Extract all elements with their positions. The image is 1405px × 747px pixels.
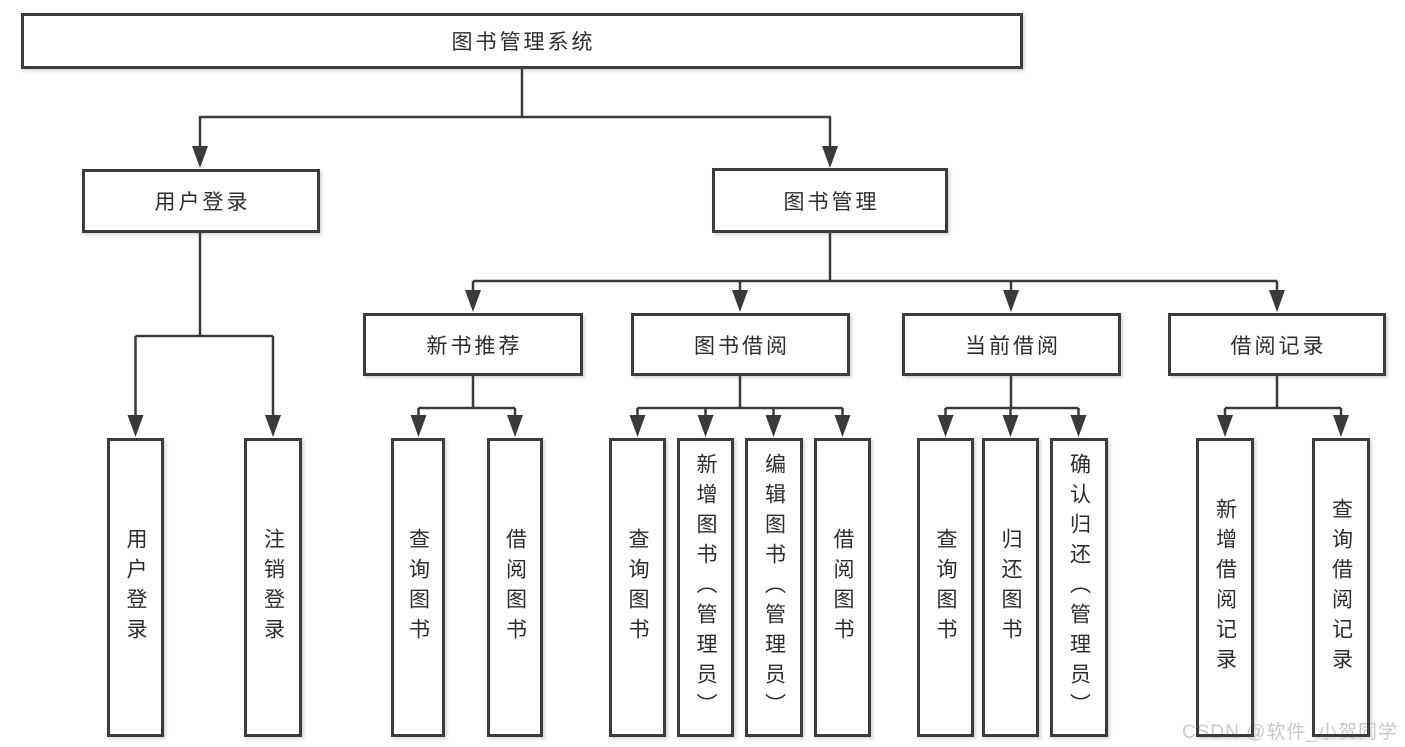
leaf-borrow-books-recommend: 借阅图书 bbox=[487, 438, 543, 737]
node-label: 查询图书 bbox=[626, 527, 649, 648]
leaf-user-login: 用户登录 bbox=[107, 438, 164, 737]
node-user-login-branch: 用户登录 bbox=[82, 169, 320, 233]
node-label: 编辑图书（管理员） bbox=[762, 452, 786, 723]
node-label: 当前借阅 bbox=[965, 334, 1061, 358]
leaf-add-books-admin: 新增图书（管理员） bbox=[677, 438, 734, 737]
leaf-edit-books-admin: 编辑图书（管理员） bbox=[745, 438, 803, 737]
connector-segments bbox=[134, 68, 1343, 417]
leaf-confirm-return-admin: 确认归还（管理员） bbox=[1050, 438, 1108, 737]
node-label: 用户登录 bbox=[154, 191, 251, 214]
node-label: 查询借阅记录 bbox=[1329, 497, 1353, 678]
leaf-add-borrow-record: 新增借阅记录 bbox=[1196, 438, 1254, 737]
node-label: 借阅记录 bbox=[1230, 334, 1327, 358]
node-label: 新书推荐 bbox=[426, 334, 523, 358]
node-library-management-system: 图书管理系统 bbox=[21, 13, 1023, 69]
leaf-query-books-borrowing: 查询图书 bbox=[609, 438, 666, 737]
leaf-borrow-books: 借阅图书 bbox=[814, 438, 871, 737]
csdn-watermark: CSDN @软件_小贺同学 bbox=[1182, 722, 1398, 743]
node-label: 注销登录 bbox=[261, 527, 285, 648]
leaf-return-books: 归还图书 bbox=[982, 438, 1039, 737]
node-label: 借阅图书 bbox=[831, 527, 854, 648]
leaf-query-borrow-record: 查询借阅记录 bbox=[1312, 438, 1370, 737]
node-label: 新增借阅记录 bbox=[1213, 497, 1237, 678]
arrowheads bbox=[127, 146, 1349, 437]
node-label: 归还图书 bbox=[999, 527, 1022, 648]
node-label: 用户登录 bbox=[124, 527, 147, 648]
leaf-logout: 注销登录 bbox=[244, 438, 302, 737]
node-label: 图书管理 bbox=[783, 190, 880, 214]
node-label: 新增图书（管理员） bbox=[694, 452, 717, 723]
node-label: 确认归还（管理员） bbox=[1067, 452, 1091, 723]
node-current-borrowing: 当前借阅 bbox=[902, 313, 1121, 376]
node-book-borrowing: 图书借阅 bbox=[631, 313, 850, 376]
node-new-book-recommendation: 新书推荐 bbox=[363, 313, 583, 376]
leaf-query-books-current: 查询图书 bbox=[917, 438, 974, 737]
node-borrowing-records: 借阅记录 bbox=[1168, 313, 1386, 376]
node-label: 图书管理系统 bbox=[451, 31, 596, 54]
node-book-management-branch: 图书管理 bbox=[712, 168, 948, 233]
node-label: 借阅图书 bbox=[503, 527, 527, 648]
node-label: 查询图书 bbox=[934, 527, 957, 648]
node-label: 图书借阅 bbox=[694, 334, 790, 358]
leaf-query-books-recommend: 查询图书 bbox=[391, 438, 445, 737]
node-label: 查询图书 bbox=[406, 527, 430, 648]
